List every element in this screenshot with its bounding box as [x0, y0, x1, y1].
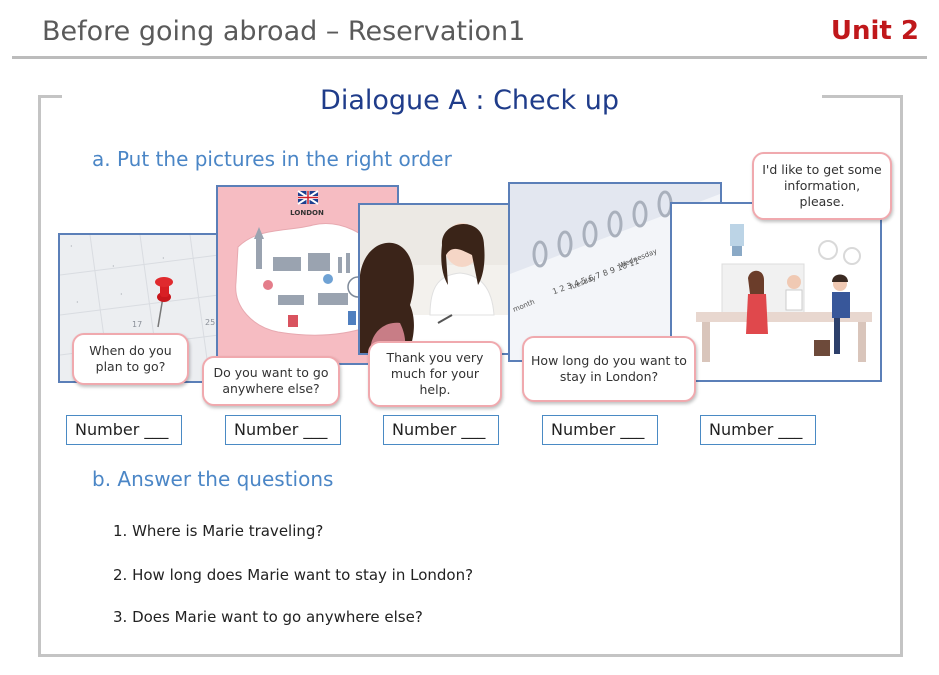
- svg-text:25: 25: [205, 318, 215, 327]
- question-1: 1. Where is Marie traveling?: [113, 522, 324, 540]
- speech-bubble-4: How long do you want to stay in London?: [522, 336, 696, 402]
- header-divider: [12, 56, 927, 59]
- svg-text:·: ·: [70, 242, 73, 251]
- svg-text:·: ·: [162, 254, 165, 263]
- question-3: 3. Does Marie want to go anywhere else?: [113, 608, 423, 626]
- header-title: Before going abroad – Reservation1: [42, 16, 526, 47]
- number-box-3[interactable]: Number ___: [383, 415, 499, 445]
- section-a-heading: a. Put the pictures in the right order: [92, 147, 452, 171]
- speech-bubble-5: I'd like to get some information, please…: [752, 152, 892, 220]
- number-box-4[interactable]: Number ___: [542, 415, 658, 445]
- question-2: 2. How long does Marie want to stay in L…: [113, 566, 474, 584]
- svg-text:17: 17: [132, 320, 142, 329]
- speech-bubble-2: Do you want to go anywhere else?: [202, 356, 340, 406]
- map-label: LONDON: [290, 209, 324, 217]
- travel-agency-illustration: [672, 204, 880, 380]
- unit-label: Unit 2: [830, 16, 919, 46]
- frame-gap: [62, 88, 822, 102]
- section-b-heading: b. Answer the questions: [92, 467, 334, 491]
- picture-travel-agency: [670, 202, 882, 382]
- svg-text:·: ·: [76, 298, 79, 307]
- number-box-2[interactable]: Number ___: [225, 415, 341, 445]
- number-box-5[interactable]: Number ___: [700, 415, 816, 445]
- svg-text:·: ·: [112, 262, 115, 271]
- dialogue-title: Dialogue A : Check up: [320, 85, 619, 116]
- speech-bubble-1: When do you plan to go?: [72, 333, 189, 385]
- speech-bubble-3: Thank you very much for your help.: [368, 341, 502, 407]
- consultation-illustration: [360, 205, 508, 353]
- svg-text:·: ·: [120, 290, 123, 299]
- number-box-1[interactable]: Number ___: [66, 415, 182, 445]
- picture-consultation: [358, 203, 510, 355]
